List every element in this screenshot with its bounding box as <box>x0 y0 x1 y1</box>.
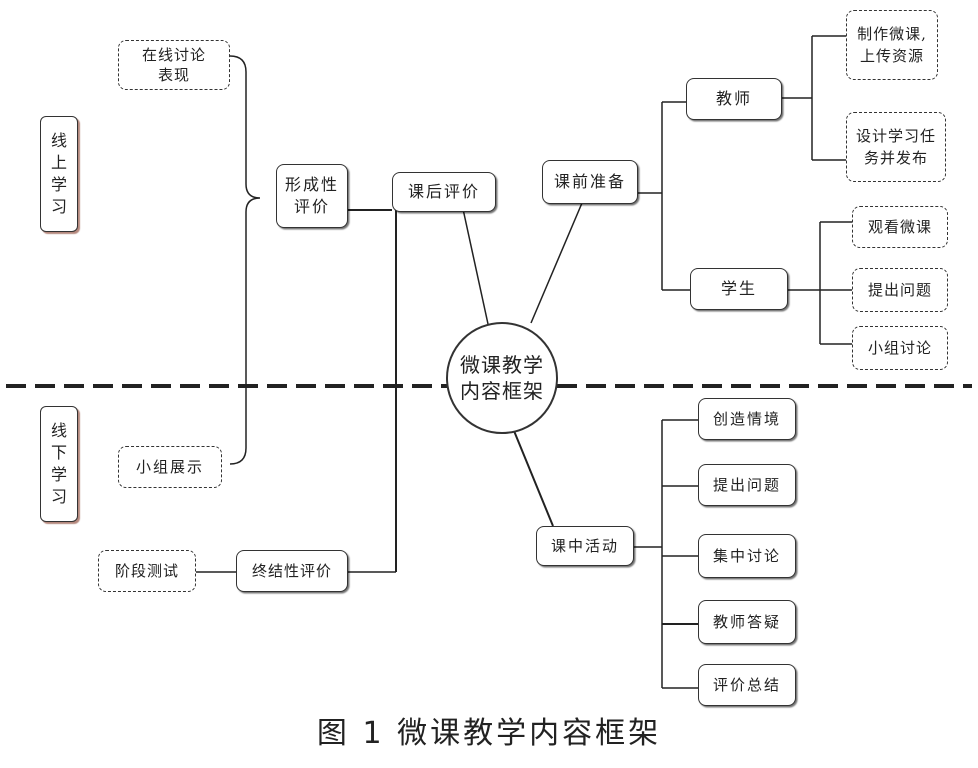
ask-questions-class-node: 提出问题 <box>698 464 796 506</box>
post-class-eval-node: 课后评价 <box>392 172 496 212</box>
center-node: 微课教学 内容框架 <box>446 322 558 434</box>
pre-class-node: 课前准备 <box>542 160 638 204</box>
student-node: 学生 <box>690 268 788 310</box>
group-discussion-node: 小组讨论 <box>852 326 948 370</box>
teacher-answers-node: 教师答疑 <box>698 600 796 644</box>
ask-questions-student-node: 提出问题 <box>852 268 948 312</box>
formative-eval-node: 形成性 评价 <box>276 164 348 228</box>
watch-microlesson-node: 观看微课 <box>852 206 948 248</box>
stage-test-node: 阶段测试 <box>98 550 196 592</box>
evaluate-summarize-node: 评价总结 <box>698 664 796 706</box>
figure-caption: 图 1 微课教学内容框架 <box>316 716 662 751</box>
online-discussion-node: 在线讨论 表现 <box>118 40 230 90</box>
teacher-node: 教师 <box>686 78 782 120</box>
group-presentation-node: 小组展示 <box>118 446 222 488</box>
in-class-node: 课中活动 <box>536 526 634 566</box>
create-situation-node: 创造情境 <box>698 398 796 440</box>
focused-discussion-node: 集中讨论 <box>698 534 796 578</box>
make-microlesson-node: 制作微课, 上传资源 <box>846 10 938 80</box>
online-learning-label: 线 上 学 习 <box>40 116 78 232</box>
summative-eval-node: 终结性评价 <box>236 550 348 592</box>
design-tasks-node: 设计学习任 务并发布 <box>846 112 946 182</box>
connector-center-post-class <box>462 208 489 325</box>
connector-center-pre-class <box>530 202 583 324</box>
formative-brace <box>229 55 261 465</box>
connector-center-in-class <box>511 425 554 527</box>
offline-learning-label: 线 下 学 习 <box>40 406 78 522</box>
